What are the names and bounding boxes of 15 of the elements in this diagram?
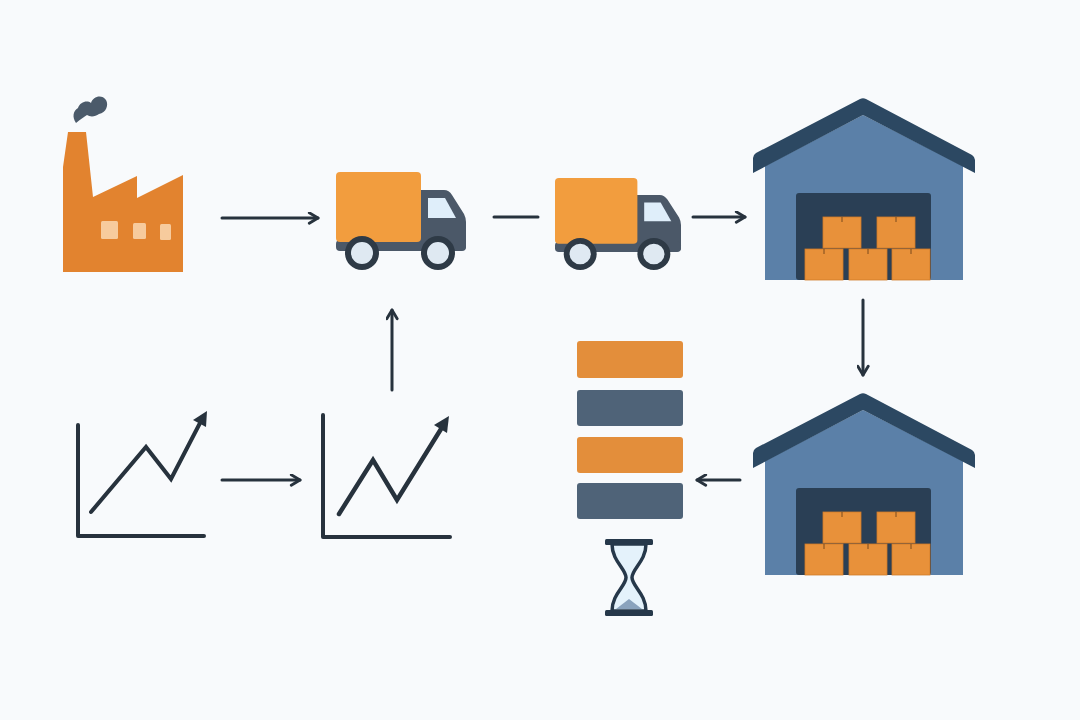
factory-icon: [62, 95, 184, 272]
warehouse-icon: [753, 98, 975, 280]
arrow: [220, 211, 320, 225]
stacked-bars-icon: [577, 341, 683, 519]
arrow: [691, 210, 747, 224]
truck-icon: [555, 178, 681, 269]
line-chart-icon: [320, 413, 453, 539]
arrow: [385, 308, 399, 392]
warehouse-icon: [753, 393, 975, 575]
arrow: [695, 473, 742, 487]
arrow: [220, 473, 302, 487]
arrow: [856, 298, 870, 377]
truck-icon: [336, 172, 466, 269]
connector-line: [492, 215, 540, 219]
line-chart-icon: [75, 410, 210, 538]
